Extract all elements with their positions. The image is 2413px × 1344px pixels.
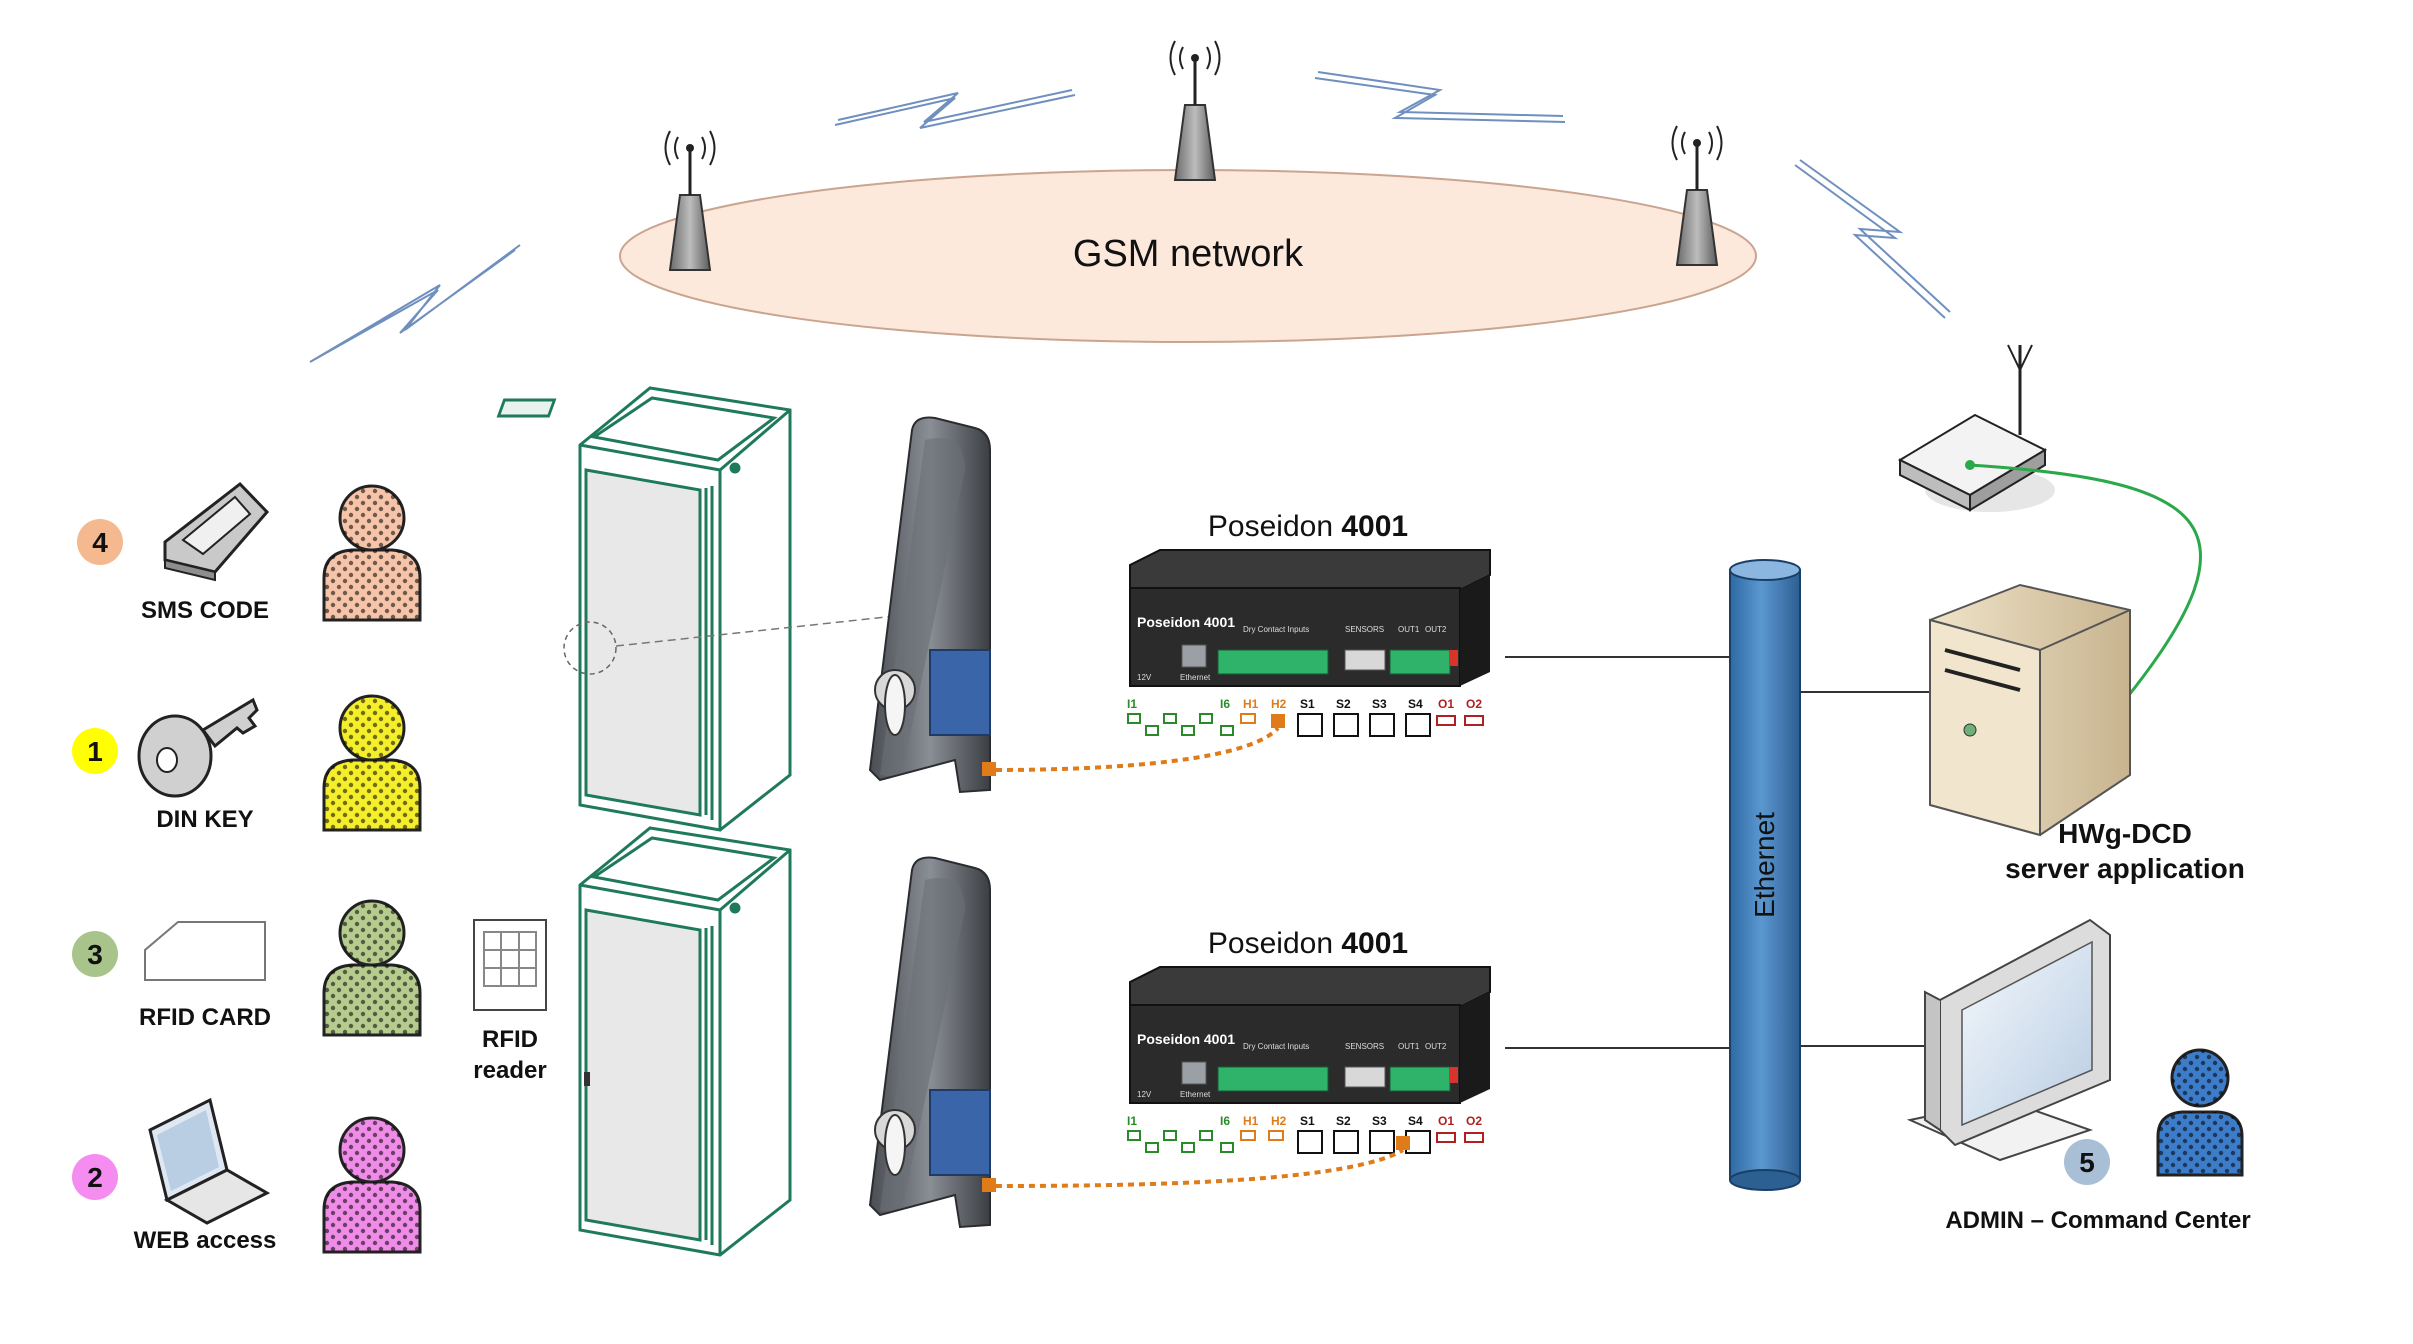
rfid-reader: RFID reader xyxy=(473,919,547,1084)
monitor-icon xyxy=(1906,918,2111,1162)
svg-text:H1: H1 xyxy=(1243,697,1259,711)
svg-text:S4: S4 xyxy=(1408,697,1423,711)
svg-text:H2: H2 xyxy=(1271,1114,1287,1128)
rack-cabinet xyxy=(578,826,792,1257)
network-cable xyxy=(1505,656,1930,1049)
serial-cable xyxy=(1969,463,2202,701)
server-label: HWg-DCD xyxy=(2058,818,2192,849)
rfid-reader-icon xyxy=(473,919,547,1011)
user-row-sms: 4 SMS CODE xyxy=(77,481,422,624)
user-row-rfid: 3 RFID CARD xyxy=(72,899,422,1037)
number-badge xyxy=(72,1154,118,1200)
sensor-cable xyxy=(995,726,1280,772)
device-brand-label: Poseidon 4001 xyxy=(1137,614,1235,630)
admin-user-icon xyxy=(2156,1048,2244,1177)
user-row-dinkey: 1 DIN KEY xyxy=(72,694,422,833)
laptop-icon xyxy=(148,1097,271,1225)
svg-text:S2: S2 xyxy=(1336,697,1351,711)
svg-text:Ethernet: Ethernet xyxy=(1180,1090,1211,1099)
number-badge xyxy=(77,519,123,565)
user-method-label: SMS CODE xyxy=(141,597,269,624)
svg-text:12V: 12V xyxy=(1137,1090,1152,1099)
server-label: server application xyxy=(2005,853,2245,884)
svg-text:OUT1: OUT1 xyxy=(1398,1042,1420,1051)
sensor-cable xyxy=(995,1148,1405,1188)
antenna-tower-icon xyxy=(664,130,716,271)
svg-text:I1: I1 xyxy=(1127,1114,1137,1128)
number-badge-text: 3 xyxy=(87,939,103,970)
user-method-label: WEB access xyxy=(134,1227,277,1254)
poseidon-unit: Poseidon 4001 Poseidon 4001 Dry Contact … xyxy=(1129,510,1491,687)
user-row-web: 2 WEB access xyxy=(72,1097,422,1254)
gsm-network: GSM network xyxy=(619,169,1757,343)
number-badge xyxy=(72,728,118,774)
svg-text:H1: H1 xyxy=(1243,1114,1259,1128)
svg-text:S4: S4 xyxy=(1408,1114,1423,1128)
phone-icon xyxy=(163,481,270,582)
rfid-reader-label: RFID xyxy=(482,1026,538,1053)
rfid-reader-label: reader xyxy=(473,1057,546,1084)
gsm-label: GSM network xyxy=(1073,233,1304,275)
antenna-tower-icon xyxy=(1671,125,1723,266)
svg-text:S2: S2 xyxy=(1336,1114,1351,1128)
number-badge xyxy=(2064,1139,2110,1185)
svg-text:O2: O2 xyxy=(1466,1114,1482,1128)
svg-text:I1: I1 xyxy=(1127,697,1137,711)
svg-text:I6: I6 xyxy=(1220,697,1230,711)
number-badge xyxy=(72,931,118,977)
gsm-modem-icon xyxy=(1897,344,2055,512)
svg-text:Dry Contact Inputs: Dry Contact Inputs xyxy=(1243,625,1309,634)
svg-text:O1: O1 xyxy=(1438,1114,1454,1128)
svg-text:12V: 12V xyxy=(1137,673,1152,682)
user-method-label: DIN KEY xyxy=(156,806,253,833)
user-icon xyxy=(322,1116,422,1254)
wireless-signal-icon xyxy=(309,71,1951,363)
svg-text:O1: O1 xyxy=(1438,697,1454,711)
card-icon xyxy=(144,921,266,981)
device-brand-label: Poseidon 4001 xyxy=(1137,1031,1235,1047)
poseidon-port-row: I1 I6 H1 H2 S1 S2 S3 S4 O1 O2 xyxy=(1127,1114,1484,1154)
server-icon xyxy=(1929,583,2131,837)
antenna-tower-icon xyxy=(1169,40,1221,181)
svg-text:S3: S3 xyxy=(1372,1114,1387,1128)
poseidon-port-row: I1 I6 H1 H2 S1 S2 S3 S4 O1 O2 xyxy=(1127,697,1484,737)
svg-text:S1: S1 xyxy=(1300,697,1315,711)
svg-text:I6: I6 xyxy=(1220,1114,1230,1128)
svg-text:OUT1: OUT1 xyxy=(1398,625,1420,634)
handle-lock xyxy=(868,416,996,794)
poseidon-title: Poseidon 4001 xyxy=(1208,927,1408,960)
svg-text:Dry Contact Inputs: Dry Contact Inputs xyxy=(1243,1042,1309,1051)
svg-text:OUT2: OUT2 xyxy=(1425,1042,1447,1051)
admin-label: ADMIN – Command Center xyxy=(1945,1207,2250,1234)
number-badge-text: 1 xyxy=(87,736,103,767)
number-badge-text: 4 xyxy=(92,527,108,558)
user-icon xyxy=(322,694,422,832)
poseidon-title: Poseidon 4001 xyxy=(1208,510,1408,543)
zoom-callout-line xyxy=(615,614,906,647)
svg-text:S1: S1 xyxy=(1300,1114,1315,1128)
ethernet-label: Ethernet xyxy=(1749,812,1780,918)
svg-text:OUT2: OUT2 xyxy=(1425,625,1447,634)
number-badge-text: 2 xyxy=(87,1162,103,1193)
lock-highlight xyxy=(563,621,617,675)
svg-text:Ethernet: Ethernet xyxy=(1180,673,1211,682)
svg-text:SENSORS: SENSORS xyxy=(1345,1042,1384,1051)
poseidon-unit: Poseidon 4001 Poseidon 4001 Dry Contact … xyxy=(1129,927,1491,1104)
user-icon xyxy=(322,484,422,622)
svg-text:H2: H2 xyxy=(1271,697,1287,711)
ethernet-bus: Ethernet xyxy=(1729,559,1801,1191)
number-badge-text: 5 xyxy=(2079,1147,2095,1178)
user-icon xyxy=(322,899,422,1037)
user-method-label: RFID CARD xyxy=(139,1004,271,1031)
svg-text:S3: S3 xyxy=(1372,697,1387,711)
rack-cabinet xyxy=(496,386,792,832)
key-icon xyxy=(137,697,259,798)
svg-text:O2: O2 xyxy=(1466,697,1482,711)
handle-lock xyxy=(868,856,996,1229)
svg-text:SENSORS: SENSORS xyxy=(1345,625,1384,634)
